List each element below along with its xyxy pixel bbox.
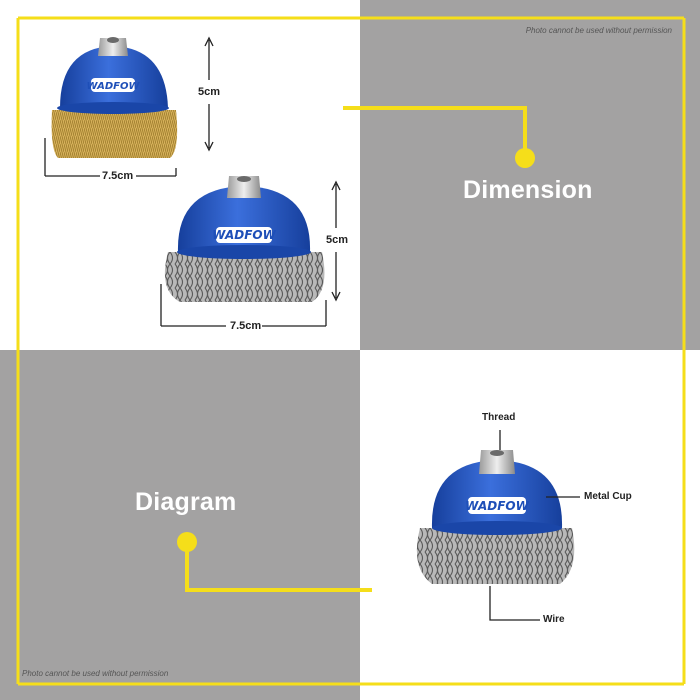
steel-width-label: 7.5cm [230, 320, 262, 332]
brand-logo-diagram: WADFOW [465, 499, 529, 513]
diagram-heading: Diagram [135, 488, 237, 516]
brass-width-label: 7.5cm [102, 170, 134, 182]
brass-width-dimension-line [44, 138, 177, 177]
part-label-metal-cup: Metal Cup [584, 491, 632, 502]
brand-logo-steel: WADFOW [212, 228, 276, 242]
diagram-connector [177, 532, 372, 592]
diagram-cup-brush-image: WADFOW [416, 450, 575, 584]
steel-width-dimension-line [160, 284, 327, 327]
steel-height-dimension-line [331, 180, 341, 302]
diagram-title-panel [0, 350, 360, 700]
dimension-connector [343, 106, 535, 168]
part-label-wire: Wire [543, 614, 565, 625]
diagram-callout-lines [489, 430, 580, 621]
part-label-thread: Thread [482, 412, 516, 423]
steel-height-label: 5cm [326, 234, 349, 246]
brand-logo-brass: WADFOW [86, 81, 140, 92]
brass-cup-brush-image: WADFOW [51, 37, 178, 158]
copyright-notice-top: Photo cannot be used without permission [525, 26, 672, 35]
dimension-heading: Dimension [463, 176, 593, 204]
brass-height-dimension-line [204, 36, 214, 152]
brass-height-label: 5cm [198, 86, 221, 98]
yellow-frame [16, 16, 686, 686]
steel-cup-brush-image: WADFOW [164, 176, 325, 302]
dimension-title-panel [360, 0, 700, 350]
copyright-notice-bottom: Photo cannot be used without permission [22, 669, 169, 678]
